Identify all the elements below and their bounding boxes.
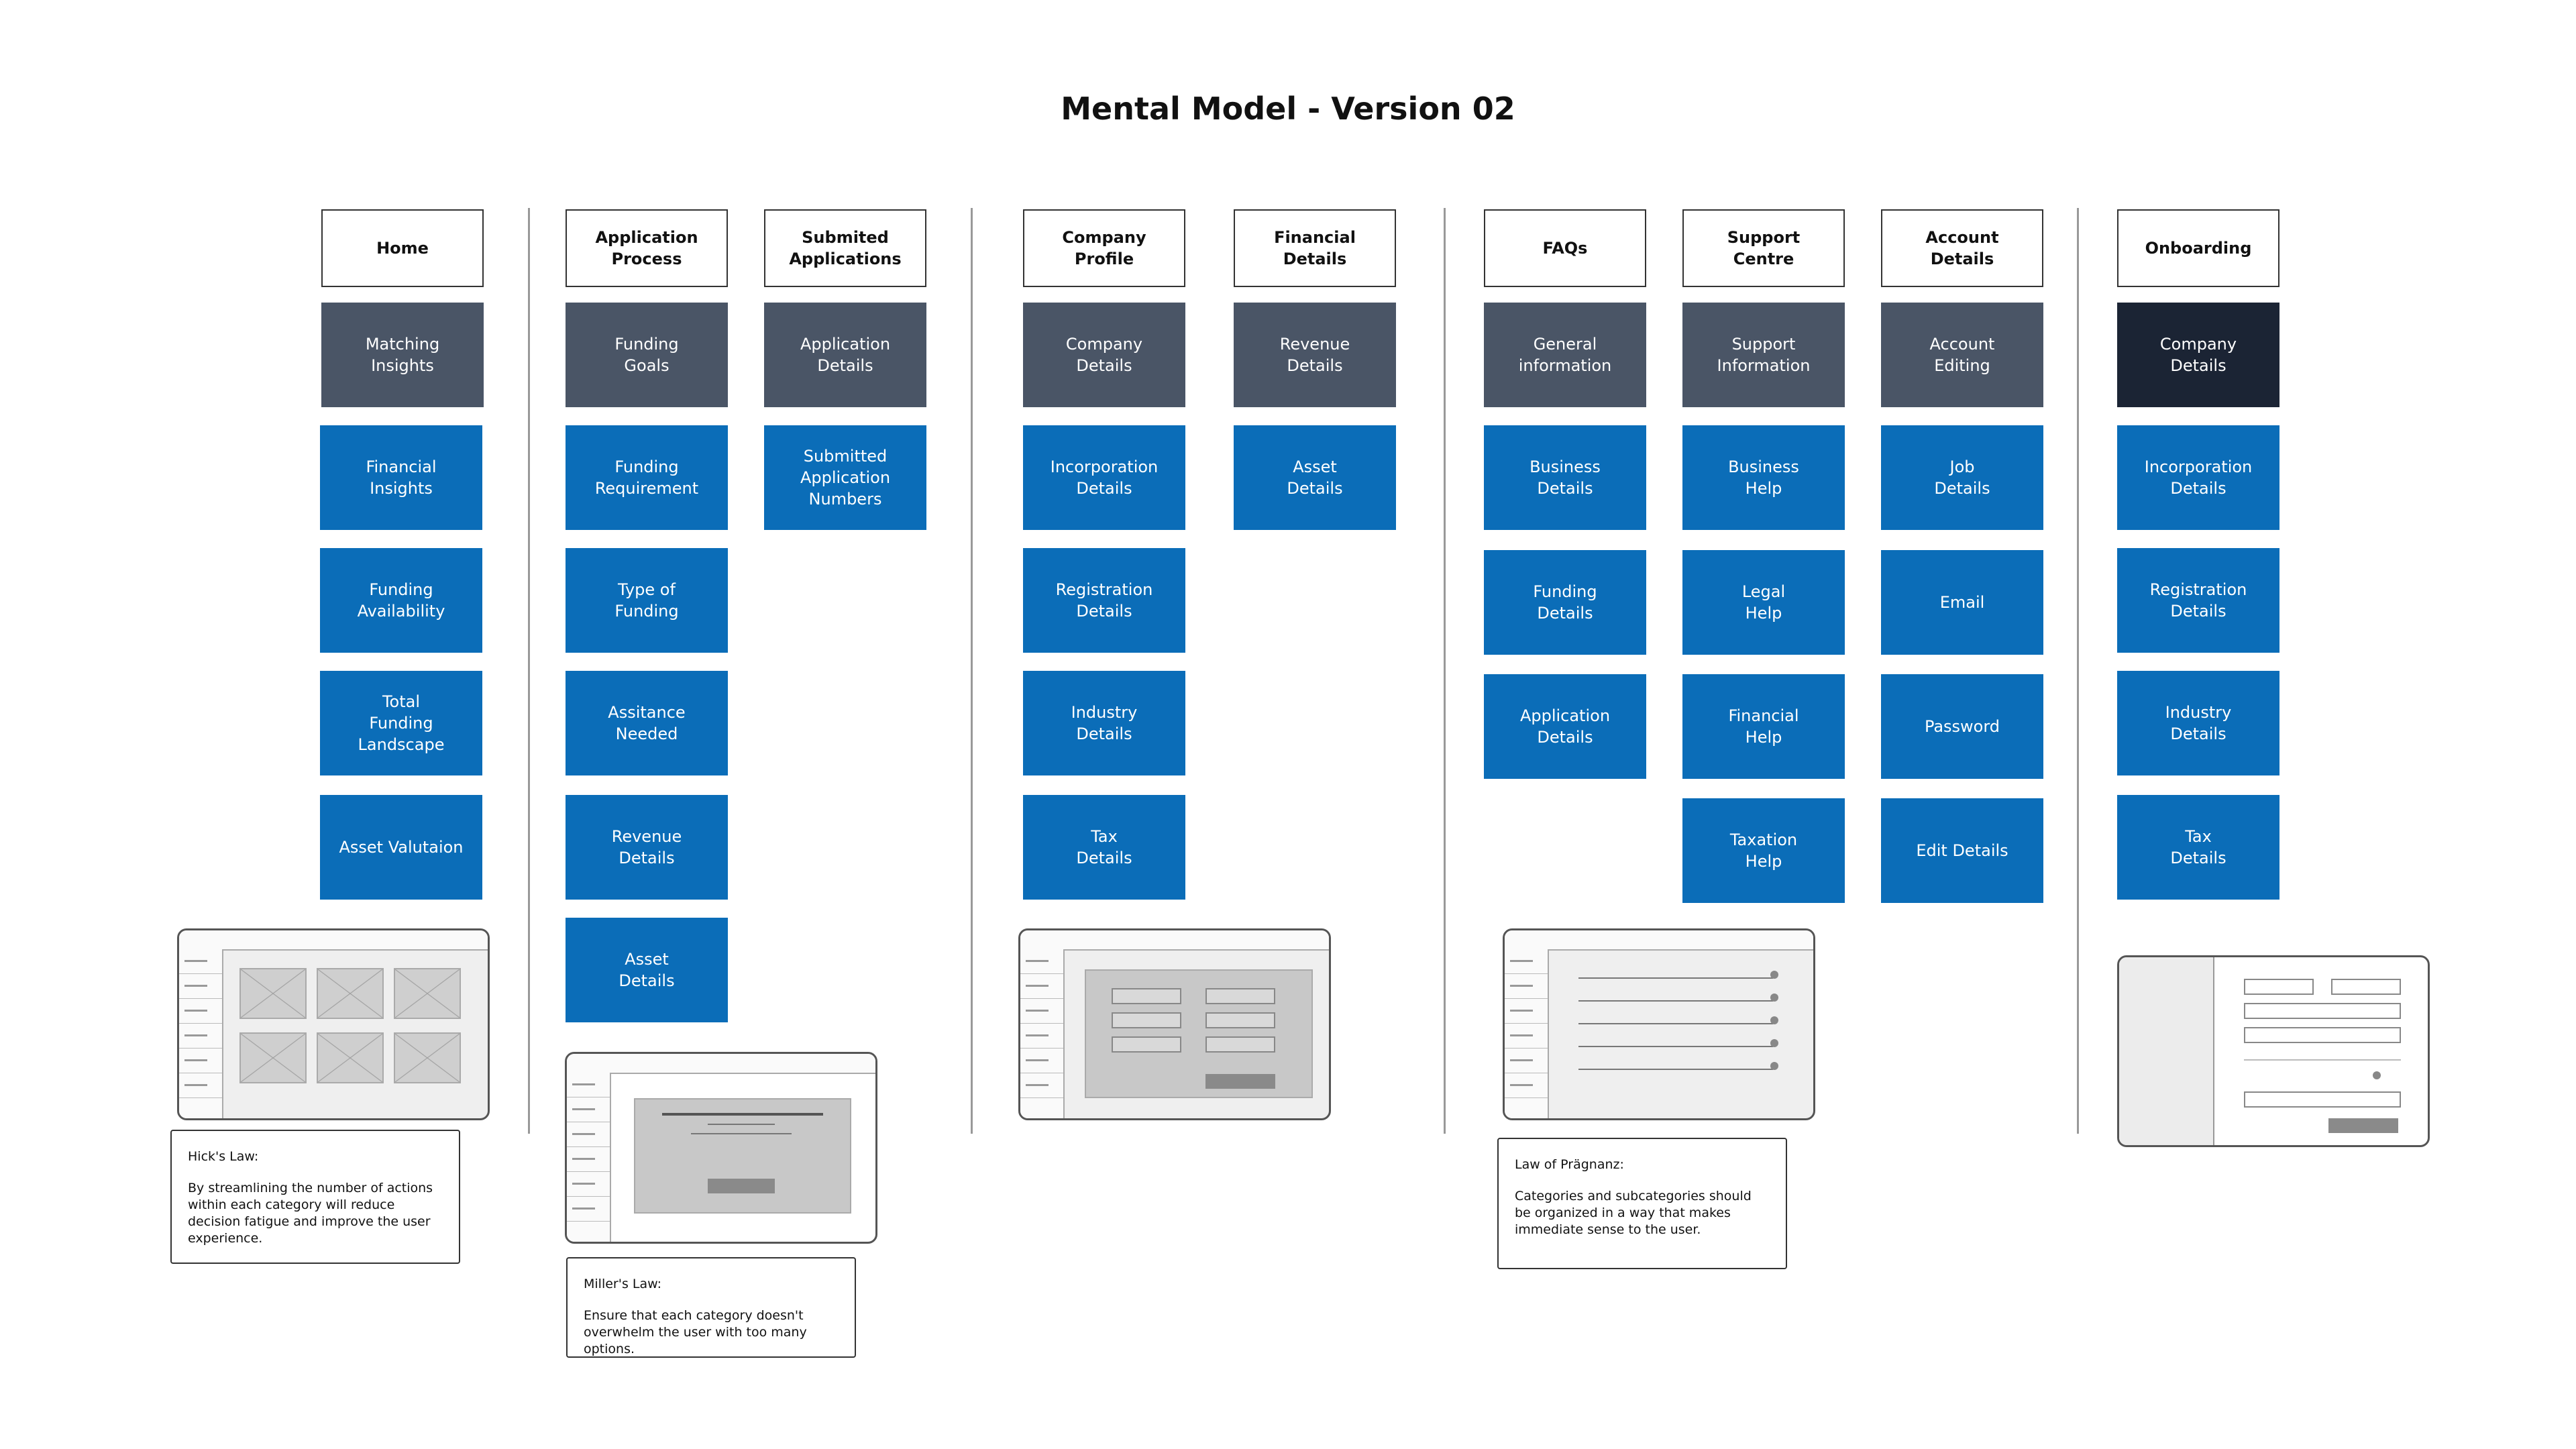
card-edit-details[interactable]: Edit Details [1881, 798, 2043, 903]
card-funding-requirement[interactable]: Funding Requirement [566, 425, 728, 530]
card-legal-help[interactable]: Legal Help [1682, 550, 1845, 655]
expand-icon [1770, 994, 1778, 1002]
card-financial-insights[interactable]: Financial Insights [320, 425, 482, 530]
card-email[interactable]: Email [1881, 550, 2043, 655]
divider [971, 208, 973, 1134]
card-revenue-details[interactable]: Revenue Details [1234, 303, 1396, 407]
card-industry-details[interactable]: Industry Details [1023, 671, 1185, 775]
image-placeholder-icon [394, 1032, 461, 1083]
card-asset-details[interactable]: Asset Details [566, 918, 728, 1022]
expand-icon [1770, 971, 1778, 979]
note-pragnanz-law: Law of Prägnanz: Categories and subcateg… [1497, 1138, 1787, 1269]
card-support-information[interactable]: Support Information [1682, 303, 1845, 407]
card-tax-details[interactable]: Tax Details [2117, 795, 2279, 900]
column-header-application-process[interactable]: Application Process [566, 209, 728, 287]
card-application-details[interactable]: Application Details [764, 303, 926, 407]
column-header-company-profile[interactable]: Company Profile [1023, 209, 1185, 287]
card-account-editing[interactable]: Account Editing [1881, 303, 2043, 407]
radio-icon [2373, 1071, 2381, 1079]
column-header-submited-applications[interactable]: Submited Applications [764, 209, 926, 287]
card-total-funding-landscape[interactable]: Total Funding Landscape [320, 671, 482, 775]
card-job-details[interactable]: Job Details [1881, 425, 2043, 530]
card-submitted-application-numbers[interactable]: Submitted Application Numbers [764, 425, 926, 530]
card-application-details[interactable]: Application Details [1484, 674, 1646, 779]
wireframe-home [177, 928, 490, 1120]
column-header-financial-details[interactable]: Financial Details [1234, 209, 1396, 287]
card-funding-details[interactable]: Funding Details [1484, 550, 1646, 655]
card-incorporation-details[interactable]: Incorporation Details [2117, 425, 2279, 530]
divider [2077, 208, 2079, 1134]
divider [528, 208, 530, 1134]
note-title: Hick's Law: [188, 1149, 259, 1164]
card-asset-valuation[interactable]: Asset Valutaion [320, 795, 482, 900]
card-tax-details[interactable]: Tax Details [1023, 795, 1185, 900]
card-funding-availability[interactable]: Funding Availability [320, 548, 482, 653]
note-body: By streamlining the number of actions wi… [188, 1181, 433, 1246]
card-incorporation-details[interactable]: Incorporation Details [1023, 425, 1185, 530]
note-title: Law of Prägnanz: [1515, 1157, 1624, 1172]
wireframe-company-profile [1018, 928, 1331, 1120]
card-taxation-help[interactable]: Taxation Help [1682, 798, 1845, 903]
card-financial-help[interactable]: Financial Help [1682, 674, 1845, 779]
expand-icon [1770, 1039, 1778, 1047]
note-hicks-law: Hick's Law: By streamlining the number o… [170, 1130, 460, 1264]
divider [1444, 208, 1446, 1134]
wireframe-faqs [1503, 928, 1815, 1120]
column-header-account-details[interactable]: Account Details [1881, 209, 2043, 287]
wireframe-application-process [565, 1052, 877, 1244]
note-millers-law: Miller's Law: Ensure that each category … [566, 1257, 856, 1358]
card-general-information[interactable]: General information [1484, 303, 1646, 407]
card-company-details[interactable]: Company Details [2117, 303, 2279, 407]
expand-icon [1770, 1062, 1778, 1070]
card-company-details[interactable]: Company Details [1023, 303, 1185, 407]
card-matching-insights[interactable]: Matching Insights [321, 303, 484, 407]
wireframe-onboarding [2117, 955, 2430, 1147]
card-assistance-needed[interactable]: Assitance Needed [566, 671, 728, 775]
card-type-of-funding[interactable]: Type of Funding [566, 548, 728, 653]
card-business-help[interactable]: Business Help [1682, 425, 1845, 530]
note-body: Categories and subcategories should be o… [1515, 1189, 1752, 1237]
card-funding-goals[interactable]: Funding Goals [566, 303, 728, 407]
card-industry-details[interactable]: Industry Details [2117, 671, 2279, 775]
expand-icon [1770, 1016, 1778, 1024]
image-placeholder-icon [239, 1032, 307, 1083]
note-title: Miller's Law: [584, 1277, 662, 1291]
column-header-faqs[interactable]: FAQs [1484, 209, 1646, 287]
card-revenue-details[interactable]: Revenue Details [566, 795, 728, 900]
card-password[interactable]: Password [1881, 674, 2043, 779]
column-header-home[interactable]: Home [321, 209, 484, 287]
card-asset-details[interactable]: Asset Details [1234, 425, 1396, 530]
image-placeholder-icon [394, 968, 461, 1019]
column-header-support-centre[interactable]: Support Centre [1682, 209, 1845, 287]
card-registration-details[interactable]: Registration Details [2117, 548, 2279, 653]
image-placeholder-icon [317, 968, 384, 1019]
column-header-onboarding[interactable]: Onboarding [2117, 209, 2279, 287]
card-business-details[interactable]: Business Details [1484, 425, 1646, 530]
note-body: Ensure that each category doesn't overwh… [584, 1308, 807, 1356]
card-registration-details[interactable]: Registration Details [1023, 548, 1185, 653]
page-title: Mental Model - Version 02 [1061, 91, 1515, 127]
image-placeholder-icon [317, 1032, 384, 1083]
image-placeholder-icon [239, 968, 307, 1019]
